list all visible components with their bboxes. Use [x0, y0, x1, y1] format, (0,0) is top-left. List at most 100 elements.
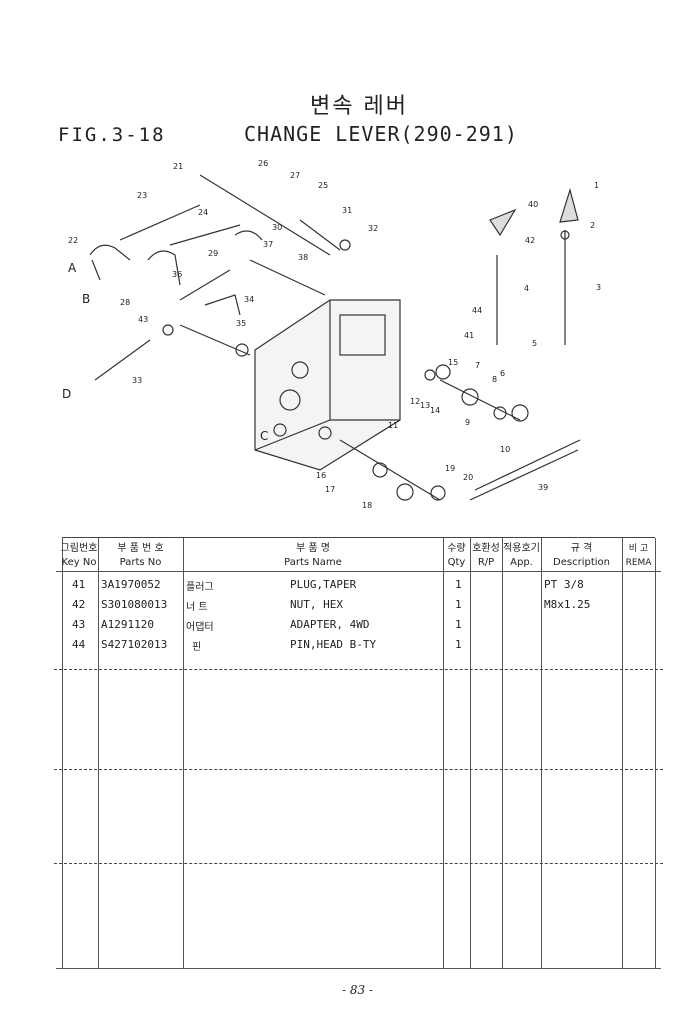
callout-35: 35 [236, 319, 246, 328]
key-no: 44 [72, 638, 86, 651]
callout-13: 13 [420, 401, 430, 410]
qty: 1 [455, 638, 462, 651]
name-en: NUT, HEX [290, 598, 343, 611]
callout-40: 40 [528, 200, 538, 209]
part-no: 3A1970052 [101, 578, 161, 591]
callout-18: 18 [362, 501, 372, 510]
key-no: 43 [72, 618, 86, 631]
header-ko: 부 품 번 호 [117, 543, 164, 554]
description: M8x1.25 [544, 598, 591, 611]
table-row: 42 S301080013 너 트 NUT, HEX 1 M8x1.25 [62, 598, 655, 618]
callout-24: 24 [198, 208, 208, 217]
header-en: Description [553, 557, 610, 568]
callout-28: 28 [120, 298, 130, 307]
callout-C: C [260, 429, 268, 443]
callout-2: 2 [590, 221, 595, 230]
header-en: Parts Name [284, 557, 342, 568]
callout-9: 9 [465, 418, 470, 427]
header-en: R/P [477, 557, 495, 568]
callout-6: 6 [500, 369, 505, 378]
callout-11: 11 [388, 421, 398, 430]
header-ko: 호환성 [472, 543, 500, 554]
qty: 1 [455, 578, 462, 591]
table-row: 43 A1291120 어댑터 ADAPTER, 4WD 1 [62, 618, 655, 638]
header-ko: 적용호기 [503, 543, 540, 554]
header-ko: 부 품 명 [296, 543, 330, 554]
callout-43: 43 [138, 315, 148, 324]
table-row: 41 3A1970052 플러그 PLUG,TAPER 1 PT 3/8 [62, 578, 655, 598]
name-ko: 핀 [192, 642, 202, 653]
callout-A: A [68, 261, 77, 275]
callout-21: 21 [173, 162, 183, 171]
callout-labels: 1 2 3 4 5 6 7 8 9 10 11 12 13 14 15 16 1… [62, 159, 601, 510]
callout-33: 33 [132, 376, 142, 385]
callout-34: 34 [244, 295, 254, 304]
callout-29: 29 [208, 249, 218, 258]
callout-32: 32 [368, 224, 378, 233]
callout-14: 14 [430, 406, 440, 415]
parts-table: 그림번호 Key No 부 품 번 호 Parts No 부 품 명 Parts Na… [54, 537, 663, 969]
description: PT 3/8 [544, 578, 584, 591]
key-no: 41 [72, 578, 86, 591]
figure-number: FIG.3-18 [58, 124, 166, 146]
callout-23: 23 [137, 191, 147, 200]
callout-41: 41 [464, 331, 474, 340]
callout-12: 12 [410, 397, 420, 406]
callout-7: 7 [475, 361, 480, 370]
name-en: ADAPTER, 4WD [290, 618, 370, 631]
header-parts-no: 부 품 번 호 Parts No [98, 542, 183, 570]
name-ko: 어댑터 [186, 622, 214, 633]
header-rp: 호환성 R/P [470, 542, 502, 570]
part-no: A1291120 [101, 618, 154, 631]
callout-30: 30 [272, 223, 282, 232]
callout-8: 8 [492, 375, 497, 384]
exploded-parts-diagram: 1 2 3 4 5 6 7 8 9 10 11 12 13 14 15 16 1… [62, 159, 601, 510]
name-ko: 플러그 [186, 582, 214, 593]
header-remarks: 비 고 REMA [622, 542, 655, 570]
qty: 1 [455, 618, 462, 631]
callout-25: 25 [318, 181, 328, 190]
callout-36: 36 [172, 270, 182, 279]
callout-31: 31 [342, 206, 352, 215]
callout-19: 19 [445, 464, 455, 473]
name-en: PIN,HEAD B-TY [290, 638, 377, 651]
callout-B: B [82, 292, 90, 306]
qty: 1 [455, 598, 462, 611]
callout-20: 20 [463, 473, 473, 482]
callout-15: 15 [448, 358, 458, 367]
header-en: App. [510, 557, 533, 568]
header-en: Parts No [119, 557, 162, 568]
callout-38: 38 [298, 253, 308, 262]
header-ko: 비 고 [628, 544, 649, 554]
part-no: S427102013 [101, 638, 168, 651]
name-en: PLUG,TAPER [290, 578, 357, 591]
header-app: 적용호기 App. [502, 542, 541, 570]
page-number: - 83 - [342, 983, 374, 997]
callout-17: 17 [325, 485, 335, 494]
callout-4: 4 [524, 284, 529, 293]
callout-42: 42 [525, 236, 535, 245]
figure-title: CHANGE LEVER(290-291) [244, 122, 518, 146]
header-ko: 규 격 [570, 543, 593, 554]
header-en: REMA [625, 558, 652, 568]
callout-37: 37 [263, 240, 273, 249]
header-en: Key No [61, 557, 97, 568]
callout-16: 16 [316, 471, 326, 480]
header-ko: 그림번호 [60, 543, 98, 554]
callout-D: D [62, 387, 71, 401]
callout-22: 22 [68, 236, 78, 245]
diagram-drawing [89, 174, 581, 501]
callout-3: 3 [596, 283, 601, 292]
callout-1: 1 [594, 181, 599, 190]
key-no: 42 [72, 598, 86, 611]
header-description: 규 격 Description [541, 542, 622, 570]
callout-26: 26 [258, 159, 268, 168]
callout-5: 5 [532, 339, 537, 348]
callout-10: 10 [500, 445, 510, 454]
callout-39: 39 [538, 483, 548, 492]
part-no: S301080013 [101, 598, 168, 611]
callout-27: 27 [290, 171, 300, 180]
callout-44: 44 [472, 306, 482, 315]
name-ko: 너 트 [186, 602, 208, 613]
